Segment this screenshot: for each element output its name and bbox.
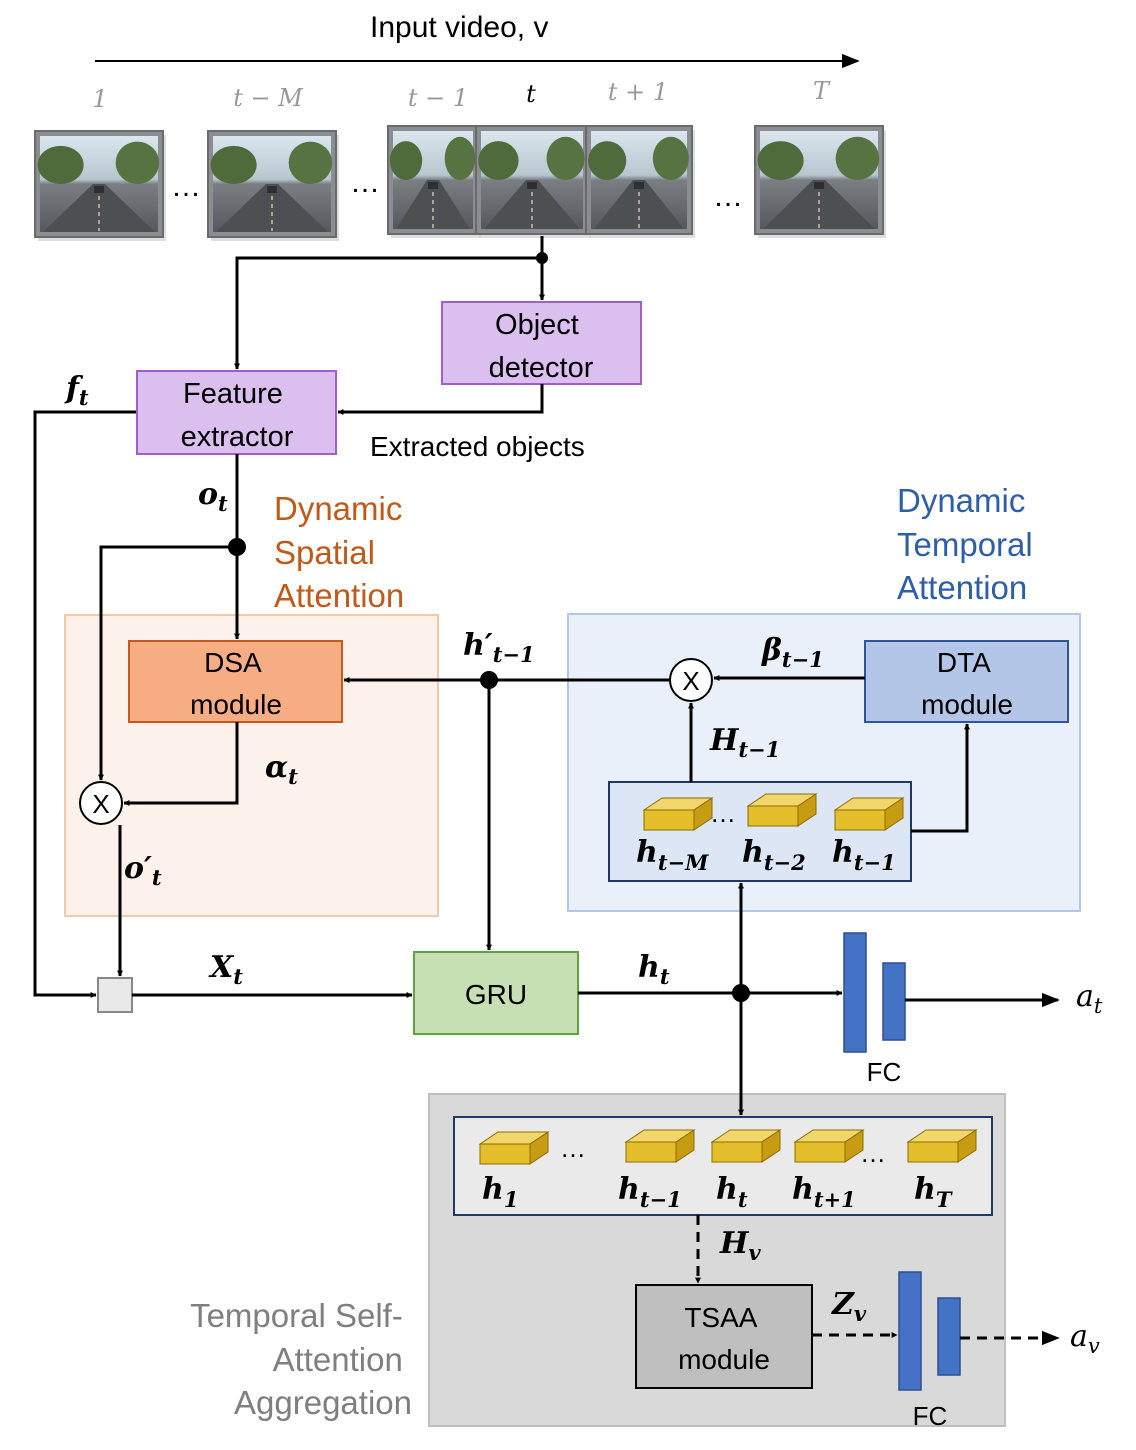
alpha-symbol: αt	[265, 750, 298, 789]
av-output-symbol: av	[1070, 1319, 1100, 1358]
ot-to-multiply-line	[98, 545, 237, 781]
feature-extractor-label: Feature extractor	[181, 378, 294, 453]
gru-box	[413, 951, 579, 1035]
hidden-state-cube	[642, 797, 714, 831]
frame-ellipsis: …	[713, 180, 743, 213]
ot-symbol: ot	[198, 477, 228, 516]
hprev-symbol: Ht−1	[709, 723, 780, 762]
tsaa-module-box	[635, 1284, 813, 1389]
frame-label: 1	[92, 85, 107, 113]
ft-symbol: ft	[64, 371, 89, 410]
hidden-state-label: h1	[482, 1172, 518, 1212]
junction-hprime	[480, 671, 498, 689]
hidden-state-cube	[746, 793, 818, 827]
video-frame	[585, 125, 695, 238]
dta-module-label: DTA module	[921, 647, 1013, 720]
frame-ellipsis: …	[350, 166, 380, 199]
fc-layer-4	[937, 1297, 961, 1376]
dta-title: Dynamic Temporal Attention	[897, 482, 1042, 606]
alpha-line	[123, 722, 239, 806]
frame-to-extractor-line	[234, 256, 542, 370]
hidden-state-label: ht+1	[792, 1172, 856, 1212]
feature-extractor-box	[136, 370, 337, 455]
fc-layer-2	[882, 962, 906, 1041]
hidden-state-cube	[624, 1129, 696, 1163]
at-output-symbol: at	[1076, 979, 1103, 1018]
hidden-state-label: ht−1	[832, 835, 896, 875]
beta-symbol: βt−1	[761, 633, 824, 672]
video-frame	[387, 125, 481, 238]
gru-label: GRU	[465, 979, 527, 1010]
video-frame	[475, 125, 591, 238]
frame-label: t − M	[233, 84, 304, 112]
dsa-multiply-node	[79, 781, 123, 825]
junction-ht	[732, 984, 750, 1002]
fc-layer-3	[898, 1271, 922, 1391]
frame-label: t	[526, 80, 536, 108]
cube-ellipsis: …	[710, 798, 736, 828]
hidden-state-label: ht−2	[742, 835, 806, 875]
dsa-title: Dynamic Spatial Attention	[274, 490, 412, 614]
tsaa-module-label: TSAA module	[678, 1302, 770, 1375]
hidden-state-label: hT	[914, 1172, 953, 1212]
ft-line	[33, 410, 136, 998]
dsa-module-label: DSA module	[190, 647, 282, 720]
junction-ot	[228, 538, 246, 556]
hidden-state-cube	[478, 1131, 550, 1165]
dta-multiply-symbol: X	[682, 666, 699, 696]
frame-label: T	[813, 77, 831, 105]
junction-frame	[536, 252, 548, 264]
detector-to-extractor-line	[337, 384, 544, 415]
fc-label-upper: FC	[867, 1057, 902, 1087]
hidden-state-cube	[906, 1129, 978, 1163]
video-frames: … … …	[34, 125, 886, 241]
hidden-state-labels: ht−M ht−2 ht−1 h1 ht−1 ht ht+1 hT	[482, 835, 953, 1212]
oprime-symbol: o′t	[124, 851, 162, 890]
cube-ellipsis: …	[560, 1133, 586, 1163]
zv-symbol: Zv	[831, 1287, 867, 1326]
hidden-state-label: ht−M	[636, 835, 709, 875]
fc-layer-1	[843, 932, 867, 1053]
object-detector-label: Object detector	[489, 309, 594, 384]
hprime-symbol: h′t−1	[463, 628, 535, 667]
hv-symbol: Hv	[719, 1226, 761, 1265]
hidden-state-label: ht	[716, 1172, 748, 1212]
object-detector-box	[441, 301, 642, 385]
dsa-multiply-symbol: X	[92, 789, 109, 819]
hidden-state-cube	[793, 1129, 865, 1163]
ht-symbol: ht	[638, 950, 670, 989]
video-title: Input video, v	[370, 11, 548, 44]
frame-label: t + 1	[608, 78, 668, 106]
hidden-state-cubes: … … …	[478, 793, 978, 1168]
frame-ellipsis: …	[171, 170, 201, 203]
cube-ellipsis: …	[860, 1138, 886, 1168]
hidden-state-cube	[710, 1129, 782, 1163]
dsa-module-box	[128, 640, 343, 723]
hidden-state-cube	[833, 797, 905, 831]
dta-module-box	[864, 640, 1069, 723]
extracted-objects-label: Extracted objects	[370, 431, 585, 462]
frame-labels: 1 t − M t − 1 t t + 1 T	[92, 77, 831, 113]
hidden-state-label: ht−1	[618, 1172, 682, 1212]
frame-label: t − 1	[408, 84, 468, 112]
concat-node	[97, 977, 133, 1013]
xt-symbol: Xt	[208, 950, 243, 989]
video-frame	[754, 125, 886, 238]
memory-to-dta-line	[911, 723, 970, 833]
connectors	[33, 236, 1060, 1346]
fc-label-lower: FC	[913, 1401, 948, 1431]
tsaa-title: Temporal Self- Attention Aggregation	[190, 1297, 412, 1421]
video-frame	[207, 130, 339, 241]
video-frame	[34, 130, 166, 241]
